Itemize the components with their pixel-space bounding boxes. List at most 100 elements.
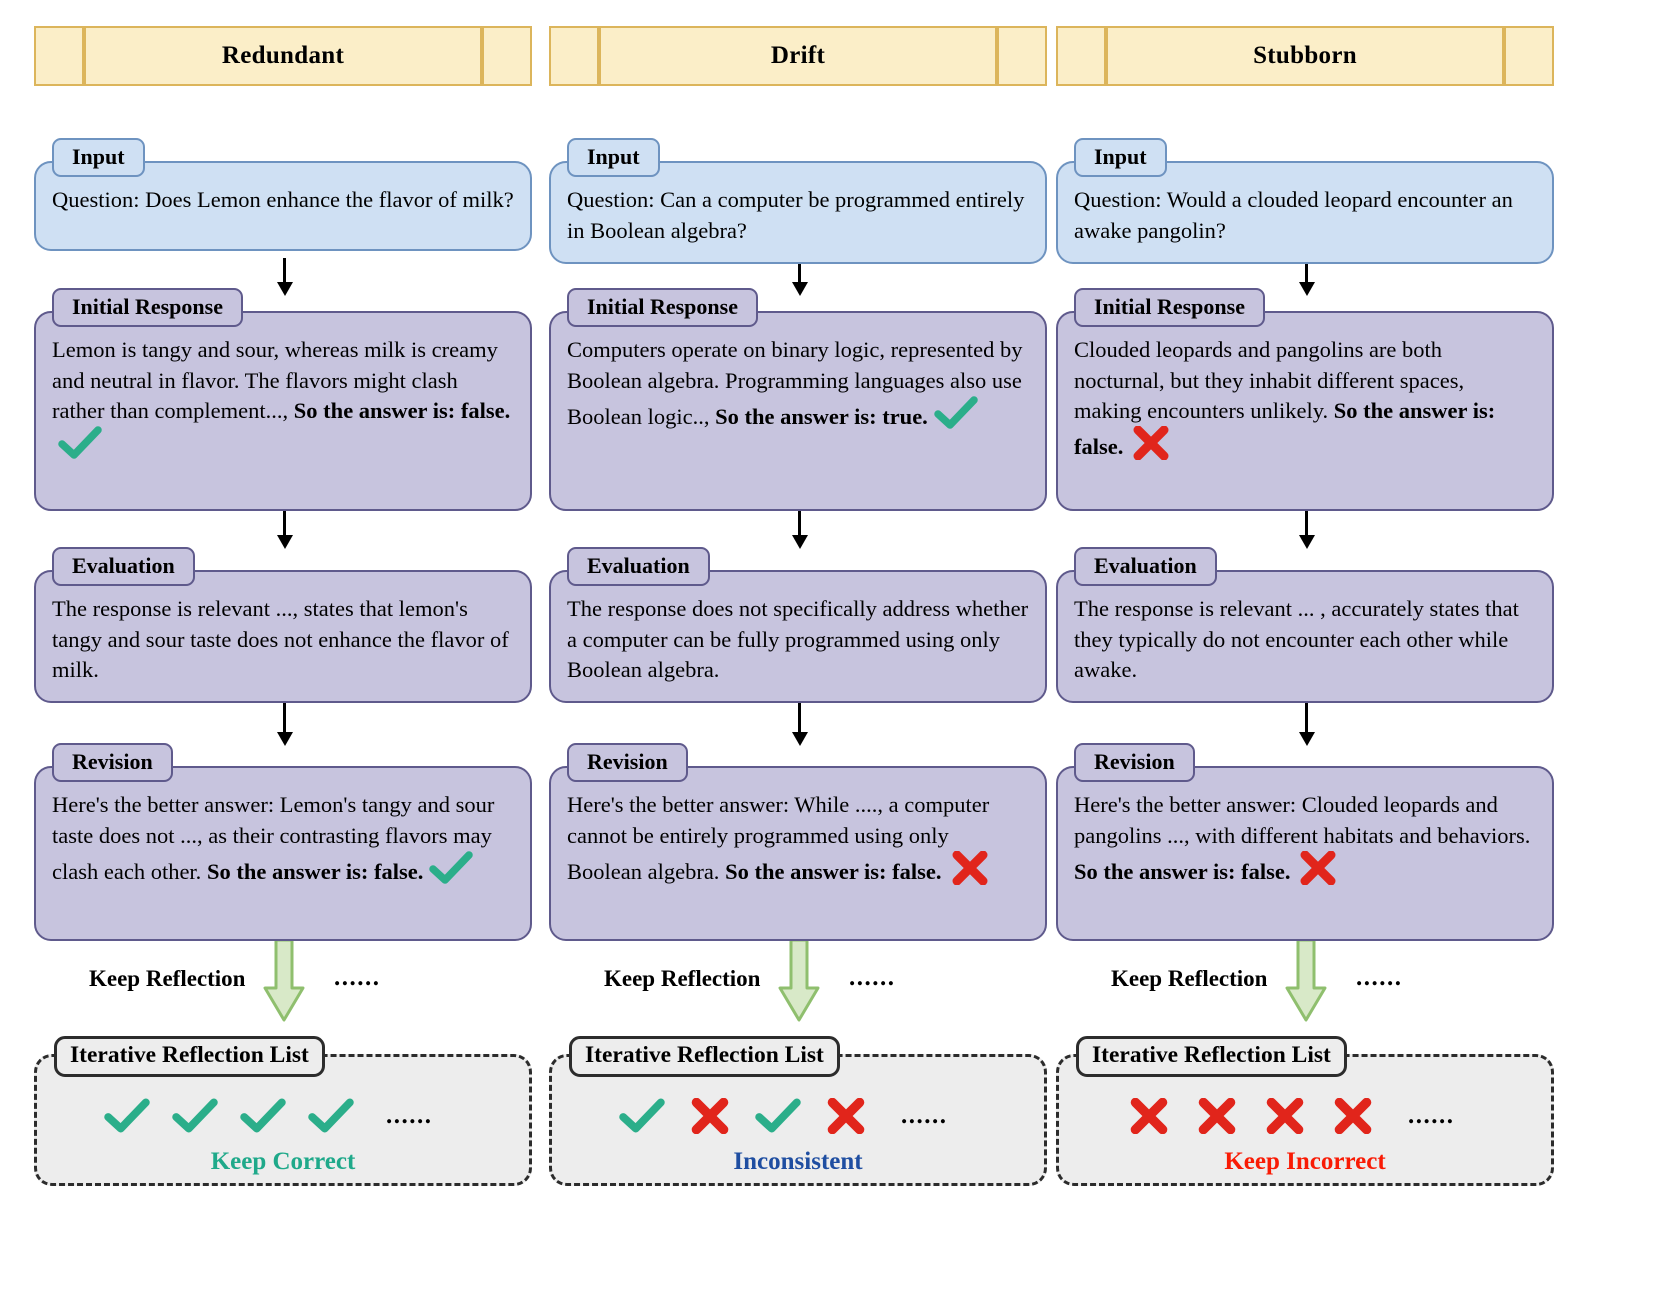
evaluation-label: Evaluation: [52, 547, 195, 587]
reflection-mark-slot-2: [1248, 1098, 1316, 1134]
initial-response-label: Initial Response: [567, 288, 758, 328]
check-icon: [58, 426, 102, 460]
cross-icon: [948, 850, 992, 885]
revision-label: Revision: [52, 743, 173, 783]
check-icon: [240, 1098, 286, 1134]
reflection-mark-slot-2: [741, 1098, 809, 1134]
initial-response-text: Clouded leopards and pangolins are both …: [1074, 337, 1465, 423]
initial-response-body: Computers operate on binary logic, repre…: [549, 311, 1047, 512]
reflection-mark-slot-0: [1112, 1098, 1180, 1134]
keep-reflection-label: Keep Reflection: [604, 966, 761, 991]
initial-response-label: Initial Response: [1074, 288, 1265, 328]
reflection-mark-slot-2: [226, 1098, 294, 1134]
reflection-marks-ellipsis: ......: [901, 1102, 948, 1129]
flow-arrow-1: [283, 505, 286, 537]
input-question-text: Question: Can a computer be programmed e…: [567, 187, 1025, 243]
evaluation-text: The response does not specifically addre…: [567, 596, 1029, 682]
flow-arrow-0: [798, 258, 801, 284]
column-title: Redundant: [221, 42, 345, 69]
revision-label: Revision: [1074, 743, 1195, 783]
reflection-marks-row: ......: [549, 1098, 1047, 1134]
banner-cell-right: [482, 26, 532, 86]
input-node-body: Question: Would a clouded leopard encoun…: [1056, 161, 1554, 264]
evaluation-body: The response is relevant ... , accuratel…: [1056, 570, 1554, 704]
revision-body: Here's the better answer: Lemon's tangy …: [34, 766, 532, 942]
keep-reflection-row: Keep Reflection......: [549, 938, 1047, 1028]
reflection-mark-slot-3: [809, 1098, 877, 1134]
check-icon: [755, 1098, 801, 1134]
cross-icon: [1330, 1098, 1376, 1134]
cross-icon: [1262, 1098, 1308, 1134]
iterative-reflection-list: Iterative Reflection List......Keep Corr…: [34, 1036, 532, 1186]
banner-cell-left: [1056, 26, 1106, 86]
flow-arrow-2: [1305, 702, 1308, 734]
revision-text: Here's the better answer: While ...., a …: [567, 792, 990, 884]
keep-reflection-arrow: [1285, 938, 1327, 1024]
keep-reflection-arrow-icon: [1285, 938, 1327, 1022]
reflection-mark-slot-0: [90, 1098, 158, 1134]
reflection-mark-slot-0: [605, 1098, 673, 1134]
revision-answer: So the answer is: false.: [206, 858, 424, 884]
flow-arrow-0: [1305, 258, 1308, 284]
keep-reflection-label: Keep Reflection: [1111, 966, 1268, 991]
keep-reflection-ellipsis: ......: [849, 964, 896, 991]
evaluation-text: The response is relevant ..., states tha…: [52, 596, 509, 682]
revision-body: Here's the better answer: Clouded leopar…: [1056, 766, 1554, 942]
keep-reflection-arrow: [263, 938, 305, 1024]
revision-answer: So the answer is: false.: [1074, 858, 1291, 884]
cross-icon: [1126, 1098, 1172, 1134]
reflection-marks-row: ......: [1056, 1098, 1554, 1134]
evaluation-label: Evaluation: [1074, 547, 1217, 587]
check-icon: [619, 1098, 665, 1134]
evaluation-body: The response does not specifically addre…: [549, 570, 1047, 704]
reflection-mark-slot-3: [294, 1098, 362, 1134]
initial-response-answer: So the answer is: false.: [293, 397, 511, 423]
banner-cell-right: [1504, 26, 1554, 86]
flow-arrow-1: [798, 505, 801, 537]
banner-cell-title: Redundant: [84, 26, 482, 86]
verdict-label: Keep Incorrect: [1224, 1148, 1386, 1175]
keep-reflection-arrow-icon: [263, 938, 305, 1022]
cross-icon: [687, 1098, 733, 1134]
revision-body: Here's the better answer: While ...., a …: [549, 766, 1047, 942]
iterative-reflection-list-label: Iterative Reflection List: [569, 1036, 840, 1077]
keep-reflection-row: Keep Reflection......: [1056, 938, 1554, 1028]
iterative-reflection-list-label: Iterative Reflection List: [1076, 1036, 1347, 1077]
verdict-label: Inconsistent: [733, 1148, 863, 1175]
input-question-text: Question: Would a clouded leopard encoun…: [1074, 187, 1513, 243]
evaluation-label: Evaluation: [567, 547, 710, 587]
initial-response-body: Lemon is tangy and sour, whereas milk is…: [34, 311, 532, 512]
initial-response-answer: So the answer is: false.: [1074, 397, 1496, 460]
initial-response-text: Computers operate on binary logic, repre…: [567, 337, 1023, 429]
flow-arrow-1: [1305, 505, 1308, 537]
banner-cell-left: [34, 26, 84, 86]
cross-icon: [1194, 1098, 1240, 1134]
reflection-marks-ellipsis: ......: [386, 1102, 433, 1129]
iterative-reflection-list: Iterative Reflection List...... Inconsist…: [549, 1036, 1047, 1186]
banner-cell-left: [549, 26, 599, 86]
column-header-banner: Redundant: [34, 26, 532, 86]
initial-response-text: Lemon is tangy and sour, whereas milk is…: [52, 337, 498, 423]
keep-reflection-ellipsis: ......: [334, 964, 381, 991]
reflection-mark-slot-1: [158, 1098, 226, 1134]
reflection-mark-slot-1: [673, 1098, 741, 1134]
check-icon: [172, 1098, 218, 1134]
revision-text: Here's the better answer: Lemon's tangy …: [52, 792, 495, 884]
cross-icon: [1129, 426, 1173, 461]
initial-response-answer: So the answer is: true.: [715, 403, 928, 429]
revision-text: Here's the better answer: Clouded leopar…: [1074, 792, 1531, 848]
column-title: Stubborn: [1253, 42, 1357, 69]
input-node-label: Input: [567, 138, 660, 178]
input-node-label: Input: [52, 138, 145, 178]
